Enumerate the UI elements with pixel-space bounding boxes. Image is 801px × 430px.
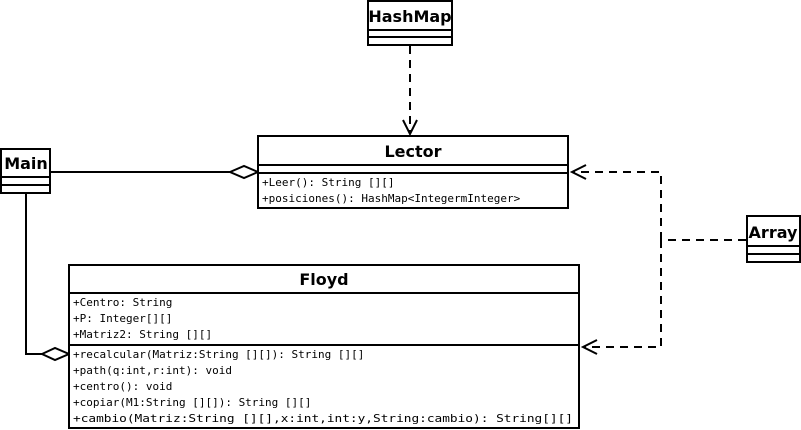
class-lector: Lector +Leer(): String [][] +posiciones(… [257, 135, 569, 209]
main-class-name: Main [4, 154, 48, 173]
class-array: Array [746, 215, 801, 263]
lector-operation-leer: +Leer(): String [][] [262, 176, 394, 189]
array-floyd-arrowhead [580, 339, 598, 355]
array-lector-dashed-line [572, 171, 662, 240]
floyd-class-name: Floyd [299, 270, 348, 289]
main-floyd-aggregation [25, 194, 72, 362]
class-floyd: Floyd +Centro: String +P: Integer[][] +M… [68, 264, 580, 429]
floyd-operation-centro: +centro(): void [73, 380, 172, 393]
hashmap-lector-dependency [402, 46, 418, 137]
floyd-attribute-centro: +Centro: String [73, 296, 172, 309]
floyd-attribute-matriz2: +Matriz2: String [][] [73, 328, 212, 341]
array-floyd-dashed-line [583, 240, 662, 348]
floyd-operation-copiar: +copiar(M1:String [][]): String [][] [73, 396, 311, 409]
hashmap-lector-arrowhead [402, 119, 418, 137]
array-class-name: Array [749, 223, 798, 242]
floyd-attribute-p: +P: Integer[][] [73, 312, 172, 325]
floyd-aggregation-diamond [39, 346, 72, 362]
class-hashmap: HashMap [367, 0, 453, 46]
lector-aggregation-diamond [227, 164, 261, 180]
floyd-operation-recalcular: +recalcular(Matriz:String [][]): String … [73, 348, 364, 361]
floyd-operation-path: +path(q:int,r:int): void [73, 364, 232, 377]
hashmap-class-name: HashMap [368, 7, 451, 26]
array-lector-arrowhead [569, 164, 587, 180]
floyd-operation-cambio: +cambio(Matriz:String [][],x:int,int:y,S… [73, 412, 573, 425]
lector-class-name: Lector [384, 142, 441, 161]
class-main: Main [0, 148, 51, 194]
array-dependencies [569, 164, 746, 355]
lector-operation-posiciones: +posiciones(): HashMap<IntegermInteger> [262, 192, 521, 205]
main-floyd-line [25, 194, 42, 355]
main-lector-aggregation [50, 164, 261, 180]
